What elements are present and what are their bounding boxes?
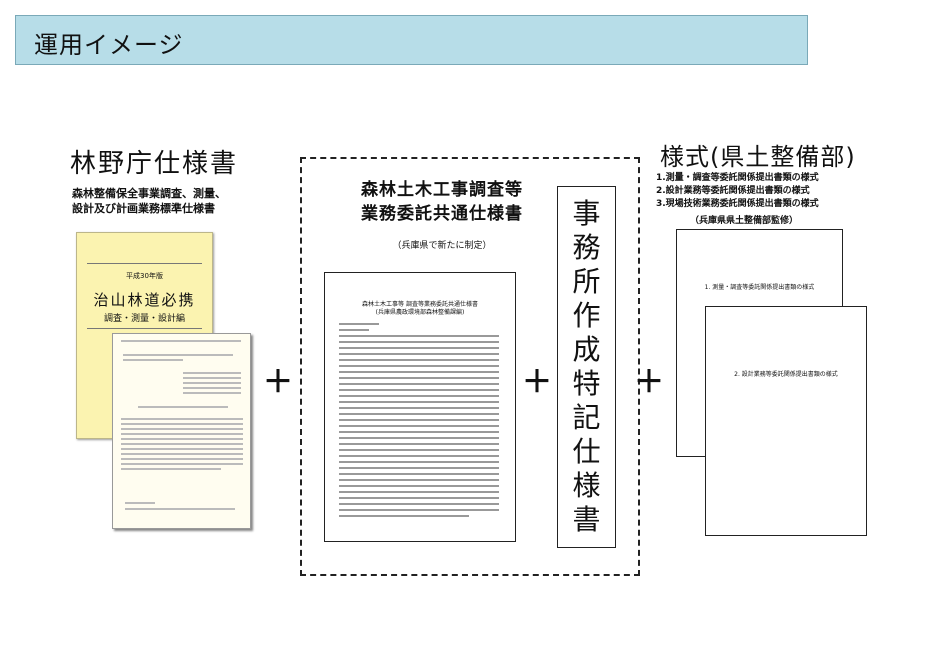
text-line bbox=[121, 340, 241, 342]
text-line bbox=[339, 503, 499, 505]
special-spec-char: 作 bbox=[572, 299, 601, 332]
notice-document bbox=[112, 333, 251, 529]
rinyacho-spec-subtitle-line1: 森林整備保全事業調査、測量、 bbox=[72, 187, 226, 200]
text-line bbox=[339, 467, 499, 469]
common-spec-heading-line1: 森林土木工事調査等 bbox=[361, 180, 523, 200]
book-rule-top bbox=[87, 263, 202, 264]
text-line bbox=[339, 347, 499, 349]
special-spec-text: 事務所作成特記仕様書 bbox=[558, 197, 615, 537]
hyogo-spec-group bbox=[300, 157, 640, 576]
text-line bbox=[339, 509, 499, 511]
text-line bbox=[339, 479, 499, 481]
common-spec-heading-line2: 業務委託共通仕様書 bbox=[361, 204, 523, 224]
text-line bbox=[339, 395, 499, 397]
text-line bbox=[339, 371, 499, 373]
text-line bbox=[121, 443, 243, 445]
text-line bbox=[183, 372, 241, 374]
forms-supervision-note: （兵庫県県土整備部監修） bbox=[690, 216, 799, 226]
special-spec-box: 事務所作成特記仕様書 bbox=[557, 186, 616, 548]
text-line bbox=[339, 443, 499, 445]
text-line bbox=[121, 448, 243, 450]
text-line bbox=[121, 453, 243, 455]
text-line bbox=[339, 341, 499, 343]
book-subtitle: 調査・測量・設計編 bbox=[103, 314, 185, 324]
text-line bbox=[339, 485, 499, 487]
text-line bbox=[339, 419, 499, 421]
text-line bbox=[121, 463, 243, 465]
text-line bbox=[339, 365, 499, 367]
text-line bbox=[121, 468, 221, 470]
book-title: 治山林道必携 bbox=[93, 291, 196, 309]
kendo-forms-heading: 様式(県土整備部) bbox=[660, 143, 856, 171]
text-line bbox=[339, 455, 499, 457]
text-line bbox=[123, 354, 233, 356]
text-line bbox=[339, 515, 469, 517]
text-line bbox=[339, 335, 499, 337]
text-line bbox=[339, 383, 499, 385]
text-line bbox=[339, 431, 499, 433]
plus-sign-2: ＋ bbox=[522, 365, 552, 400]
text-line bbox=[339, 407, 499, 409]
book-rule-bottom bbox=[87, 328, 202, 329]
special-spec-char: 様 bbox=[572, 469, 601, 502]
text-line bbox=[121, 433, 243, 435]
special-spec-char: 記 bbox=[572, 401, 601, 434]
text-line bbox=[121, 428, 243, 430]
text-line bbox=[339, 413, 499, 415]
text-line bbox=[125, 508, 235, 510]
text-line bbox=[339, 425, 499, 427]
book-year: 平成30年版 bbox=[126, 272, 163, 280]
text-line bbox=[339, 437, 499, 439]
common-spec-doc-title: 森林土木工事等 調査等業務委託共通仕様書 bbox=[362, 301, 478, 308]
page-title: 運用イメージ bbox=[34, 31, 184, 59]
text-line bbox=[121, 418, 243, 420]
common-spec-heading: 森林土木工事調査等 業務委託共通仕様書 bbox=[330, 178, 554, 226]
special-spec-char: 事 bbox=[572, 197, 601, 230]
design-forms-label: 2. 設計業務等委託関係提出書類の様式 bbox=[734, 371, 838, 378]
text-line bbox=[339, 323, 379, 325]
text-line bbox=[339, 377, 499, 379]
forms-list-item: 1.測量・調査等委託関係提出書類の様式 bbox=[656, 173, 819, 183]
text-line bbox=[121, 458, 243, 460]
rinyacho-spec-subtitle: 森林整備保全事業調査、測量、 設計及び計画業務標準仕様書 bbox=[72, 186, 226, 216]
text-line bbox=[339, 491, 499, 493]
special-spec-char: 務 bbox=[572, 231, 601, 264]
text-line bbox=[123, 359, 183, 361]
text-line bbox=[339, 401, 499, 403]
special-spec-char: 特 bbox=[572, 367, 601, 400]
special-spec-char: 所 bbox=[572, 265, 601, 298]
text-line bbox=[183, 392, 241, 394]
title-bar: 運用イメージ bbox=[15, 15, 808, 65]
special-spec-char: 仕 bbox=[572, 435, 601, 468]
text-line bbox=[339, 461, 499, 463]
text-line bbox=[339, 497, 499, 499]
text-line bbox=[121, 423, 243, 425]
text-line bbox=[121, 438, 243, 440]
common-spec-doc-subtitle: (兵庫県農政環境部森林整備課編) bbox=[375, 309, 465, 316]
common-spec-note: （兵庫県で新たに制定） bbox=[392, 241, 492, 251]
text-line bbox=[125, 502, 155, 504]
rinyacho-spec-subtitle-line2: 設計及び計画業務標準仕様書 bbox=[72, 202, 215, 215]
text-line bbox=[339, 329, 369, 331]
special-spec-char: 成 bbox=[572, 333, 601, 366]
plus-sign-1: ＋ bbox=[263, 365, 293, 400]
text-line bbox=[339, 359, 499, 361]
forms-list-item: 3.現場技術業務委託関係提出書類の様式 bbox=[656, 199, 819, 209]
text-line bbox=[339, 389, 499, 391]
text-line bbox=[138, 406, 228, 408]
text-line bbox=[183, 377, 241, 379]
design-forms-document: 2. 設計業務等委託関係提出書類の様式 bbox=[705, 306, 867, 536]
survey-forms-label: 1. 測量・調査等委託関係提出書類の様式 bbox=[704, 284, 815, 291]
plus-sign-3: ＋ bbox=[634, 365, 664, 400]
common-spec-document: 森林土木工事等 調査等業務委託共通仕様書 (兵庫県農政環境部森林整備課編) bbox=[324, 272, 516, 542]
special-spec-char: 書 bbox=[572, 503, 601, 536]
text-line bbox=[183, 387, 241, 389]
forms-list: 1.測量・調査等委託関係提出書類の様式 2.設計業務等委託関係提出書類の様式 3… bbox=[656, 172, 819, 211]
text-line bbox=[339, 473, 499, 475]
text-line bbox=[339, 449, 499, 451]
text-line bbox=[183, 382, 241, 384]
forms-list-item: 2.設計業務等委託関係提出書類の様式 bbox=[656, 186, 810, 196]
text-line bbox=[339, 353, 499, 355]
rinyacho-spec-heading: 林野庁仕様書 bbox=[70, 149, 239, 179]
